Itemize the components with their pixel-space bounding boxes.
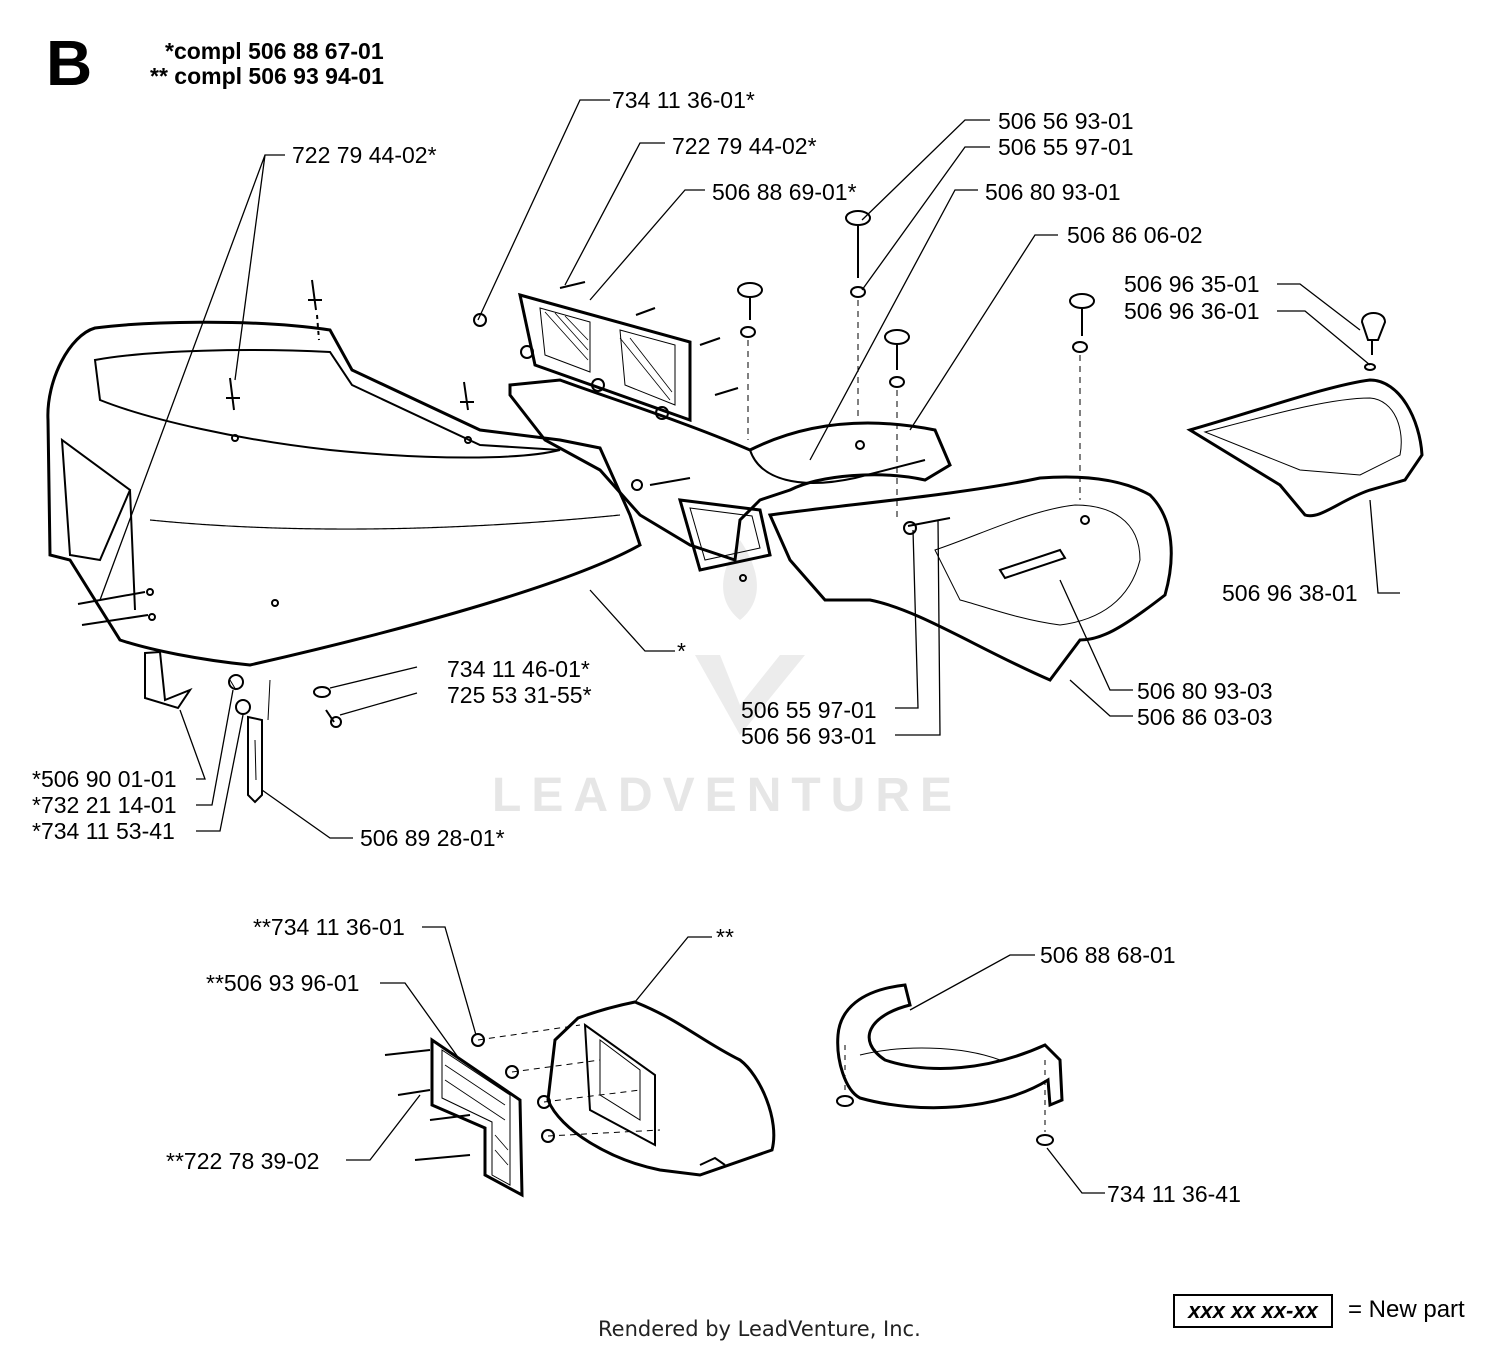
legend-text: = New part [1348,1296,1465,1323]
brackets [144,650,342,804]
callout-label: 506 88 68-01 [1040,942,1176,968]
callout-label: 506 86 03-03 [1137,704,1273,730]
compl-note-single: *compl 506 88 67-01 [165,38,384,64]
callout-label: 506 88 69-01* [712,179,857,205]
callout-label: ** [716,924,734,950]
callout-label: 506 56 93-01 [741,723,877,749]
callout-label: 506 96 35-01 [1124,271,1260,297]
dashboard-panel [508,378,952,563]
callout-label: **506 93 96-01 [206,970,360,996]
callout-label: 734 11 46-01* [447,656,590,682]
leader-lines [99,99,1400,1194]
callout-label: 506 56 93-01 [998,108,1134,134]
knobs [737,210,1387,535]
hood-body [46,320,642,667]
callout-label: *734 11 53-41 [32,818,175,844]
legend-sample: xxx xx xx-xx [1173,1294,1333,1328]
compl-note-double: ** compl 506 93 94-01 [150,63,384,89]
callout-label: 506 96 38-01 [1222,580,1358,606]
callout-label: 506 80 93-03 [1137,678,1273,704]
callout-label: 506 55 97-01 [998,134,1134,160]
callout-label: 506 89 28-01* [360,825,505,851]
callout-label: 506 55 97-01 [741,697,877,723]
callout-label: 722 79 44-02* [672,133,817,159]
callout-label: *732 21 14-01 [32,792,177,818]
callout-label: 725 53 31-55* [447,682,592,708]
callout-label: 734 11 36-41 [1107,1181,1241,1207]
dash-bowl [836,983,1064,1146]
rear-fender [767,475,1173,682]
watermark-text: LEADVENTURE [492,769,963,822]
callout-label: **722 78 39-02 [166,1148,320,1174]
callout-label: *506 90 01-01 [32,766,177,792]
side-cover [1186,378,1424,518]
section-letter: B [46,27,93,99]
floor-plate [677,498,772,582]
grille-panel [473,281,739,423]
callout-label: * [677,638,686,664]
callout-label: 506 96 36-01 [1124,298,1260,324]
lower-hood [546,1000,776,1177]
lower-grille [384,1024,661,1198]
hood-rivets [77,279,474,626]
callout-label: 506 86 06-02 [1067,222,1203,248]
callout-label: 722 79 44-02* [292,142,437,168]
callout-label: 506 80 93-01 [985,179,1121,205]
footer-credit: Rendered by LeadVenture, Inc. [598,1317,921,1341]
callout-label: 734 11 36-01* [612,87,755,113]
callout-label: **734 11 36-01 [253,914,405,940]
